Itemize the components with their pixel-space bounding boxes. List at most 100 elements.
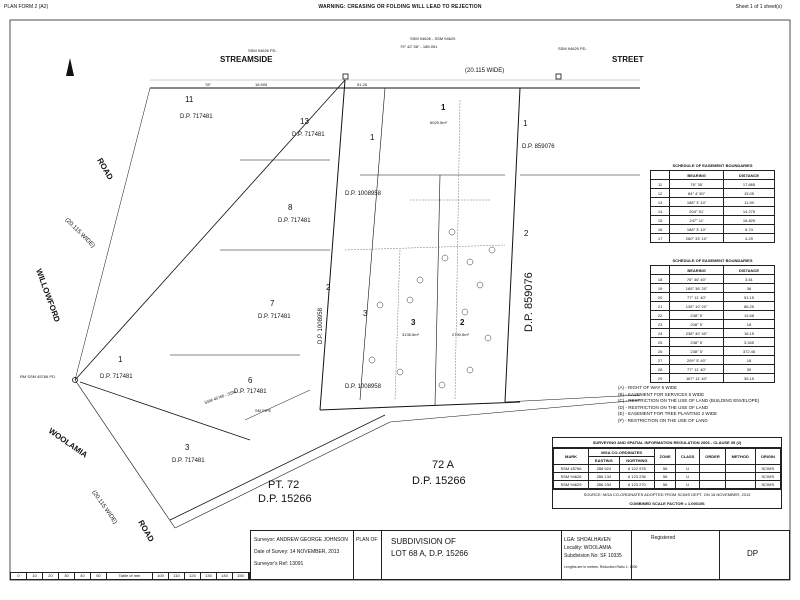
survey-cell: 6 123 236 [618,472,656,481]
easement-schedule-2-title: SCHEDULE OF EASEMENT BOUNDARIES [672,258,753,263]
easement-2-cell: 36 [723,283,775,293]
ssm-center-label: SSM 94626 - SSM 94629 [410,36,456,41]
survey-cell: 288 924 [588,464,620,473]
road-width-streamside: (20.115 WIDE) [465,68,504,74]
lot-8-dp: D.P. 717481 [278,218,311,224]
legend-item: (A) - RIGHT OF WAY 5 WIDE [618,385,678,390]
survey-cell [699,472,726,481]
easement-2-cell: 77° 11' 40" [669,364,725,374]
easement-2-cell: 167° 11' 40" [669,373,725,383]
easement-2-cell: 3.61 [723,274,775,284]
new-lot-2-area: 2790.5m² [452,332,470,337]
title-planof-cell: PLAN OF [353,531,382,579]
easement-2-cell: 76° 46' 40" [669,274,725,284]
woolamia-boundary-c [174,421,391,529]
survey-source: SOURCE: MGA CO-ORDINATES ADOPTED FROM SC… [553,489,781,499]
survey-cell [699,464,726,473]
easement-1-cell: 188° 3' 10" [669,224,725,234]
survey-cell: SSM 94629 [552,480,590,489]
lot-1-top-number: 1 [370,133,375,142]
lot-7-number: 7 [270,299,275,308]
road-label-streamside: STREAMSIDE [220,55,273,64]
easement-2-cell: 208° 5' [669,319,725,329]
lot-2-mid-dp: D.P. 1008958 [318,307,324,344]
lot-divider-2 [434,174,441,406]
scale-tick-label: 0 [11,573,27,579]
survey-cell: SSM 45766 [552,464,590,473]
survey-cell [724,472,756,481]
survey-cell [724,480,756,489]
lot-7-dp: D.P. 717481 [258,314,291,320]
easement-2-cell: 238° 40' 40" [669,328,725,338]
scale-tick-label: 130 [201,573,217,579]
title-dp-cell: DP [719,531,789,579]
title-registered-cell: Registered [631,531,720,579]
legend-item: (B) - EASEMENT FOR SERVICES 5 WIDE [618,391,705,397]
lot-72a-number: 72 A [432,459,455,471]
subject-south [319,401,521,411]
easement-1-cell: 13 [649,197,671,207]
easement-1-cell: 15.05 [723,188,775,198]
scale-tick-label: 10 [27,573,43,579]
legend-item: (D) - RESTRICTION ON THE USE OF LAND [618,404,709,410]
dim-left-label: 18.905 [255,82,268,87]
lot-8-number: 8 [288,203,293,212]
survey-cell: U [674,464,701,473]
survey-cell: U [674,472,701,481]
survey-cell: 6 123 270 [618,480,656,489]
road-label-willowford: WILLOWFORD [34,268,62,324]
survey-head-origin: ORIGIN [754,448,782,465]
survey-cell: 286 234 [588,480,620,489]
lot-11-dp: D.P. 717481 [180,114,213,120]
easement-2-cell: 18 [649,274,671,284]
pt-72-dp: D.P. 15266 [258,493,312,505]
easement-1-cell: 12 [649,188,671,198]
survey-coordinates-table: SURVEYING AND SPATIAL INFORMATION REGULA… [552,437,782,509]
easement-1-cell: 17 [649,233,671,243]
locality-label: Locality: WOOLAMIA [564,545,612,551]
lengths-note: Lengths are in metres. Reduction Ratio 1… [564,565,638,569]
pt-72-number: PT. 72 [268,479,299,491]
survey-cell: 286 134 [588,472,620,481]
survey-cell: SCIMS [754,480,782,489]
sheet-frame [9,19,791,581]
lot-11-number: 11 [185,95,194,104]
easement-2-cell: 21 [649,301,671,311]
surveyor-ref: Surveyor's Ref: 13091 [254,561,304,567]
lot-1-right-dp: D.P. 859076 [522,144,555,150]
sheet-header: PLAN FORM 2 (A2) WARNING: CREASING OR FO… [0,0,800,12]
legend-item: (E) - EASEMENT FOR TREE PLANTING 2 WIDE [618,411,718,416]
easement-2-head [649,265,671,275]
registered-label: Registered [651,535,676,541]
survey-cell: 56 [654,472,676,481]
easement-2-cell: 23 [649,319,671,329]
easement-1-cell: 247° 11' [669,215,725,225]
scale-tick-label: 110 [169,573,185,579]
dim-street-label: 51.26 [357,82,368,87]
lot-2-right-number: 2 [524,229,529,238]
subdivision-label: SUBDIVISION OF [391,537,456,546]
lot-line-right-b [504,394,641,403]
survey-cell: SCIMS [754,472,782,481]
easement-1-cell: 11 [649,179,671,189]
scale-tick-label: 140 [217,573,233,579]
survey-date: Date of Survey: 14 NOVEMBER, 2013 [254,549,340,555]
lot-line-bottom [389,399,641,423]
woolamia-boundary-b [169,414,386,521]
survey-head-easting: EASTING [588,456,620,465]
easement-2-cell: 238° 5' [669,310,725,320]
lot-6-dp: D.P. 717481 [234,389,267,395]
easement-1-cell: 84° 4' 50" [669,188,725,198]
